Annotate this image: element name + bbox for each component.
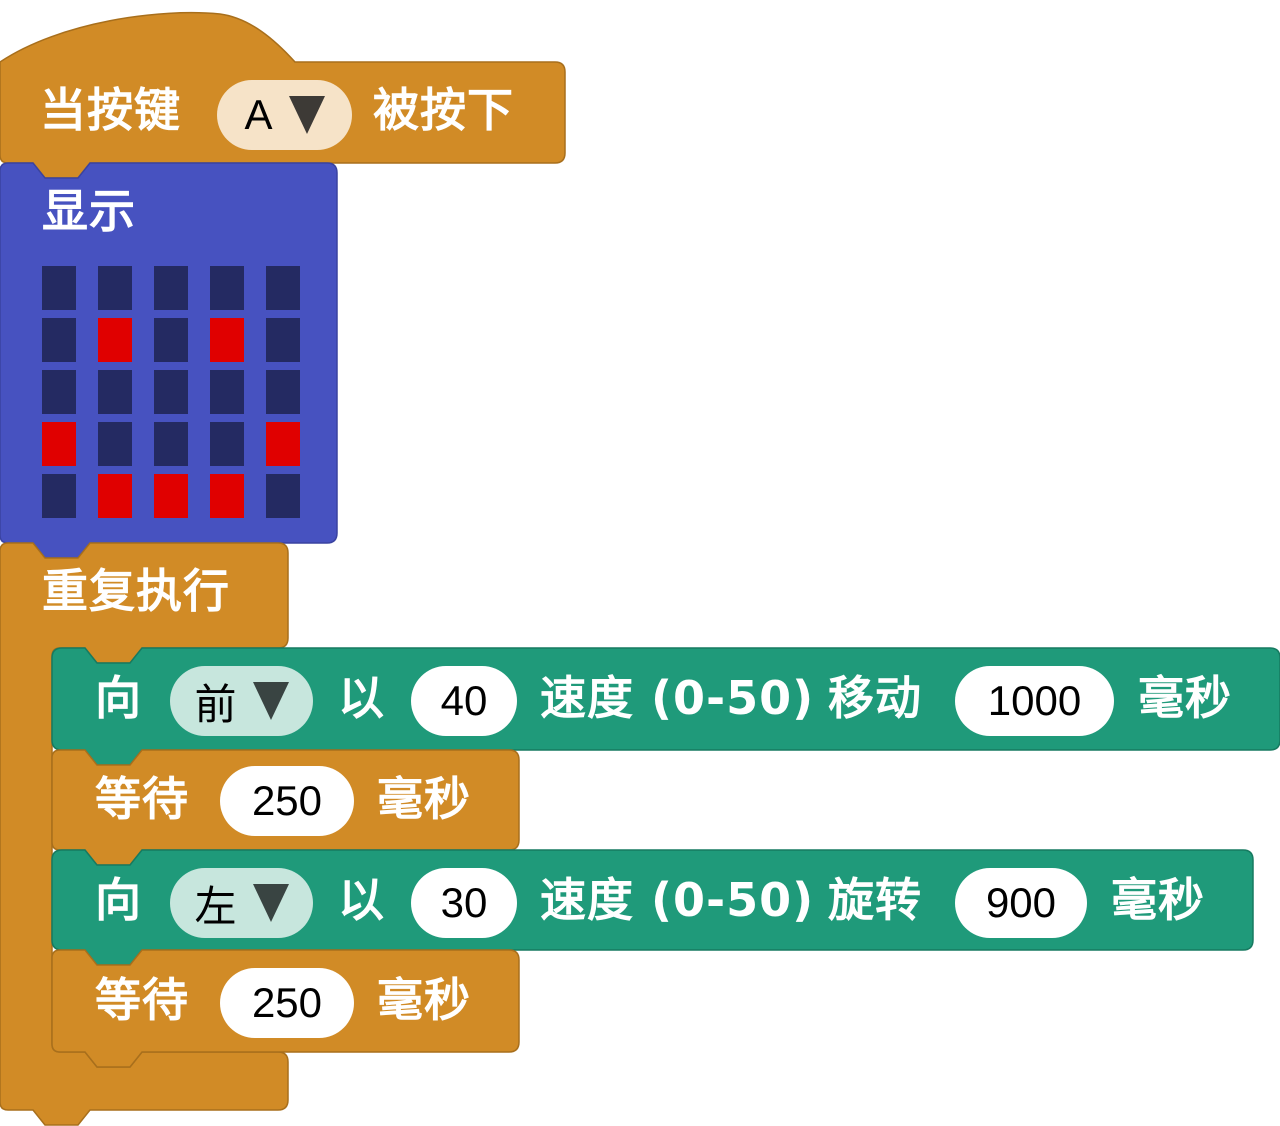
move-duration-input[interactable]: 1000 — [955, 666, 1114, 736]
led-cell-r1-c3[interactable] — [210, 318, 244, 362]
button-dropdown[interactable]: A — [217, 80, 352, 150]
led-cell-r4-c1[interactable] — [98, 474, 132, 518]
led-cell-r1-c0[interactable] — [42, 318, 76, 362]
led-cell-r4-c2[interactable] — [154, 474, 188, 518]
on-button-label-suffix: 被按下 — [373, 83, 514, 137]
turn-action-label: 旋转 — [828, 873, 922, 927]
move-speed-label: 速度 (0-50) — [540, 671, 815, 725]
led-cell-r4-c4[interactable] — [266, 474, 300, 518]
led-cell-r0-c0[interactable] — [42, 266, 76, 310]
led-cell-r3-c4[interactable] — [266, 422, 300, 466]
turn-word-at: 以 — [338, 873, 385, 927]
led-cell-r1-c2[interactable] — [154, 318, 188, 362]
led-cell-r2-c3[interactable] — [210, 370, 244, 414]
turn-direction-dropdown[interactable]: 左 — [170, 868, 313, 938]
show-leds-label: 显示 — [42, 184, 136, 238]
turn-word-to: 向 — [95, 873, 142, 927]
turn-direction-value: 左 — [194, 881, 237, 931]
move-word-to: 向 — [95, 671, 142, 725]
move-direction-value: 前 — [194, 679, 237, 729]
move-direction-dropdown[interactable]: 前 — [170, 666, 313, 736]
led-cell-r0-c2[interactable] — [154, 266, 188, 310]
led-cell-r3-c2[interactable] — [154, 422, 188, 466]
led-cell-r3-c1[interactable] — [98, 422, 132, 466]
on-button-label-prefix: 当按键 — [40, 83, 181, 137]
turn-unit-label: 毫秒 — [1111, 873, 1205, 927]
dropdown-arrow-icon — [252, 884, 289, 922]
led-cell-r2-c4[interactable] — [266, 370, 300, 414]
turn-speed-label: 速度 (0-50) — [540, 873, 815, 927]
button-dropdown-value: A — [244, 91, 273, 138]
led-cell-r0-c4[interactable] — [266, 266, 300, 310]
led-cell-r0-c1[interactable] — [98, 266, 132, 310]
led-cell-r2-c1[interactable] — [98, 370, 132, 414]
forever-label: 重复执行 — [42, 564, 230, 618]
wait-2-label: 等待 — [95, 973, 189, 1027]
led-cell-r2-c0[interactable] — [42, 370, 76, 414]
led-cell-r3-c0[interactable] — [42, 422, 76, 466]
move-unit-label: 毫秒 — [1138, 671, 1232, 725]
dropdown-arrow-icon — [252, 682, 289, 720]
wait-1-duration-input[interactable]: 250 — [220, 766, 354, 836]
move-speed-input[interactable]: 40 — [411, 666, 517, 736]
turn-speed-input[interactable]: 30 — [411, 868, 517, 938]
dropdown-arrow-icon — [288, 96, 325, 134]
move-action-label: 移动 — [828, 671, 922, 725]
led-cell-r4-c0[interactable] — [42, 474, 76, 518]
wait-2-duration-input[interactable]: 250 — [220, 968, 354, 1038]
led-cell-r2-c2[interactable] — [154, 370, 188, 414]
wait-1-label: 等待 — [95, 772, 189, 826]
led-cell-r1-c4[interactable] — [266, 318, 300, 362]
led-cell-r4-c3[interactable] — [210, 474, 244, 518]
wait-1-unit-label: 毫秒 — [377, 772, 471, 826]
led-cell-r0-c3[interactable] — [210, 266, 244, 310]
wait-2-unit-label: 毫秒 — [377, 973, 471, 1027]
led-cell-r1-c1[interactable] — [98, 318, 132, 362]
led-cell-r3-c3[interactable] — [210, 422, 244, 466]
move-word-at: 以 — [338, 671, 385, 725]
turn-duration-input[interactable]: 900 — [955, 868, 1087, 938]
